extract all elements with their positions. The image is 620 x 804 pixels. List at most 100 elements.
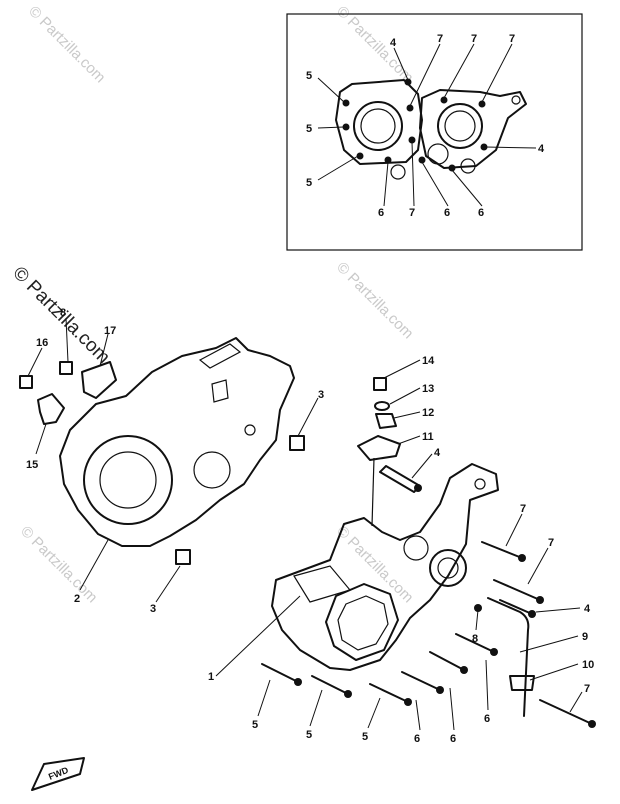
inset-lug-hole (511, 95, 521, 105)
bolt-heads (294, 484, 596, 728)
watermark-mid-right: © Partzilla.com (333, 259, 416, 342)
bolt-7-b (493, 579, 541, 601)
callout-4: 4 (538, 143, 545, 155)
watermark-bottom-right: © Partzilla.com (333, 523, 416, 606)
callout-labels: 4 7 7 7 5 5 5 4 6 7 6 6 8 17 16 15 3 2 3… (26, 33, 594, 745)
callout-11: 11 (422, 431, 434, 443)
inset-mount-boss-right (460, 158, 476, 174)
left-case-boss (193, 451, 231, 489)
watermark-bottom-left: © Partzilla.com (17, 523, 100, 606)
callout-7: 7 (548, 537, 554, 549)
callout-15: 15 (26, 459, 38, 471)
bolt-6-c (455, 633, 495, 653)
inset-case-right (419, 89, 527, 169)
right-case-lug-hole (474, 478, 486, 490)
bolt-7-a (481, 541, 523, 559)
inset-seal-port (427, 143, 449, 165)
callout-12: 12 (422, 407, 434, 419)
callout-6: 6 (378, 207, 384, 219)
hose-fitting-stack (357, 377, 421, 527)
left-case-window (211, 379, 229, 403)
callout-6: 6 (444, 207, 450, 219)
part-17-bracket (81, 361, 117, 399)
left-case-outline (59, 337, 295, 547)
callout-16: 16 (36, 337, 48, 349)
forward-arrow-shape (31, 757, 85, 791)
callout-1: 1 (208, 671, 214, 683)
bolt-5-a (261, 663, 299, 683)
bolt-4-right (499, 599, 533, 615)
left-case-bore-inner (99, 451, 157, 509)
bolt-7-d (539, 699, 593, 725)
breather-pipe (487, 597, 535, 717)
inset-case-left (335, 79, 423, 165)
bolt-5-c (369, 683, 409, 703)
callout-5: 5 (252, 719, 258, 731)
callout-5: 5 (306, 70, 312, 82)
part-15-clamp (37, 393, 65, 425)
watermark-top-left: © Partzilla.com (25, 3, 108, 86)
inset-right-bore-inner (444, 110, 476, 142)
callout-7: 7 (409, 207, 415, 219)
part-3-dowel-lower (175, 549, 191, 565)
right-case-upper-port (403, 535, 429, 561)
long-bolts (261, 484, 596, 728)
callout-7: 7 (471, 33, 477, 45)
callout-13: 13 (422, 383, 434, 395)
part-13-washer (374, 401, 390, 411)
right-case-bearing-seat (429, 549, 467, 587)
callout-2: 2 (74, 593, 80, 605)
callout-7: 7 (520, 503, 526, 515)
callout-10: 10 (582, 659, 594, 671)
callout-6: 6 (450, 733, 456, 745)
callout-9: 9 (582, 631, 588, 643)
right-case-bearing-inner (437, 557, 459, 579)
left-case-rib (198, 343, 242, 369)
watermarks: © Partzilla.com © Partzilla.com © Partzi… (8, 3, 416, 606)
inset-frame (286, 13, 583, 251)
left-case-dowel-hole (244, 424, 256, 436)
callout-7: 7 (509, 33, 515, 45)
inset-bolt-heads (342, 78, 488, 172)
part-9-pipe (487, 597, 530, 717)
callout-8: 8 (472, 633, 478, 645)
bolt-5-b (311, 675, 349, 695)
part-3-dowel-upper (289, 435, 305, 451)
callout-4: 4 (584, 603, 591, 615)
callout-3: 3 (150, 603, 156, 615)
callout-3: 3 (318, 389, 324, 401)
part-14-plug (373, 377, 387, 391)
hose-line (371, 457, 375, 527)
watermark-top-right: © Partzilla.com (333, 3, 416, 86)
inset-mount-boss-left (390, 164, 406, 180)
part-8-bolt-head (59, 361, 73, 375)
left-case-bore-outer (83, 435, 173, 525)
callout-5: 5 (306, 729, 312, 741)
part-16-bolt-head (19, 375, 33, 389)
forward-arrow: FWD (31, 757, 85, 791)
callout-5: 5 (362, 731, 368, 743)
part-10-clamp (509, 675, 535, 691)
callout-17: 17 (104, 325, 116, 337)
right-case-outline (271, 463, 499, 671)
small-parts-left (19, 361, 305, 565)
bolt-6-d (429, 651, 465, 671)
inset-right-bore-outer (437, 103, 483, 149)
callout-7: 7 (437, 33, 443, 45)
bolt-6-e (401, 671, 441, 691)
part-11-guide (357, 435, 401, 461)
callout-4: 4 (434, 447, 441, 459)
right-case-flange (293, 565, 352, 603)
part-12-clip (375, 413, 397, 429)
inset-left-bore-outer (353, 101, 403, 151)
crankcase-left-half (59, 337, 295, 547)
callout-8: 8 (60, 307, 66, 319)
callout-6: 6 (414, 733, 420, 745)
right-case-bore-inner (337, 595, 389, 651)
callout-6: 6 (478, 207, 484, 219)
callout-6: 6 (484, 713, 490, 725)
crankcase-right-half (271, 463, 499, 671)
inset-detail (286, 13, 583, 251)
part-4-bolt-upper (379, 465, 421, 493)
